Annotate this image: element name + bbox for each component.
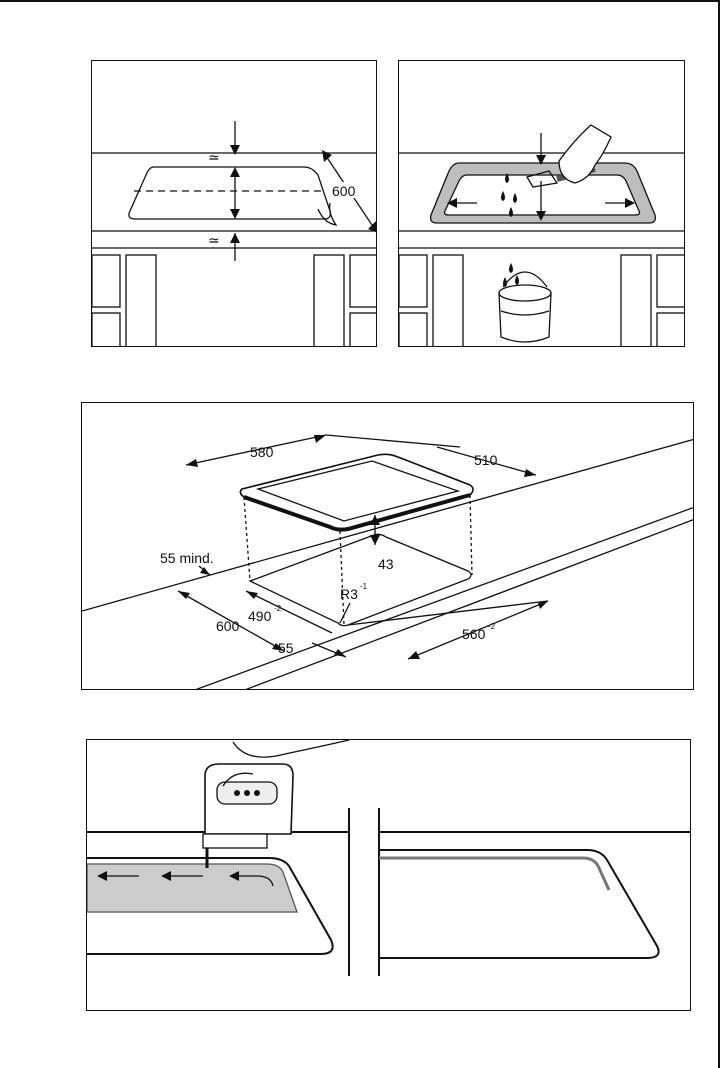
cutout-outline — [250, 534, 471, 625]
dim-r3-label: R3 — [340, 586, 358, 602]
figure-jigsaw-cutting — [86, 739, 691, 1011]
cut-piece-shaded — [87, 864, 297, 912]
template-corner-curl — [318, 203, 336, 225]
jigsaw-shoe — [203, 834, 267, 848]
dim-490-label: 490 — [248, 608, 272, 624]
figure-seal-cut-edges — [398, 60, 685, 347]
figure-seal-svg — [399, 61, 685, 347]
base-cabinets — [399, 255, 685, 347]
base-cabinets — [92, 255, 377, 347]
figure-jigsaw-svg — [87, 740, 691, 1011]
dim-600-label: 600 — [332, 183, 356, 199]
worktop-front-line — [192, 507, 694, 690]
dim-55-label: 55 — [278, 640, 294, 656]
hob-top — [240, 454, 473, 529]
paint-tin-lid — [499, 285, 551, 301]
worktop-front-lower-line — [242, 519, 694, 690]
figure-cutout-dimensions: 580 510 43 55 mind. 490 -2 600 55 R3 -1 … — [81, 402, 694, 690]
cutout-edge-right — [379, 858, 609, 890]
dim-43-label: 43 — [378, 556, 394, 572]
page-top-rule — [0, 0, 720, 2]
hand-outline — [233, 740, 349, 757]
dim-580-label: 580 — [250, 444, 274, 460]
dim-55-mind-label: 55 mind. — [160, 550, 214, 566]
figure-dimensions-svg: 580 510 43 55 mind. 490 -2 600 55 R3 -1 … — [82, 403, 694, 690]
dim-490-tolerance: -2 — [274, 604, 282, 613]
figure-template-svg: ≃ ≃ 600 — [92, 61, 377, 347]
cutout-opening — [445, 175, 640, 215]
cutout-line-right — [379, 850, 659, 958]
worktop-back-line — [82, 439, 694, 611]
dim-r3-leader — [340, 603, 350, 623]
dim-560-tolerance: -2 — [488, 622, 496, 631]
dim-600-label: 600 — [216, 618, 240, 634]
approx-sign-bottom: ≃ — [208, 232, 220, 248]
figure-template-placement: ≃ ≃ 600 — [91, 60, 377, 347]
dim-560-label: 560 — [462, 626, 486, 642]
dim-r3-tolerance: -1 — [360, 582, 368, 591]
template-sheet — [129, 167, 331, 219]
approx-sign-top: ≃ — [208, 149, 220, 165]
dim-510-label: 510 — [474, 452, 498, 468]
jigsaw-buttons — [234, 790, 260, 796]
hob-edge — [244, 495, 470, 530]
